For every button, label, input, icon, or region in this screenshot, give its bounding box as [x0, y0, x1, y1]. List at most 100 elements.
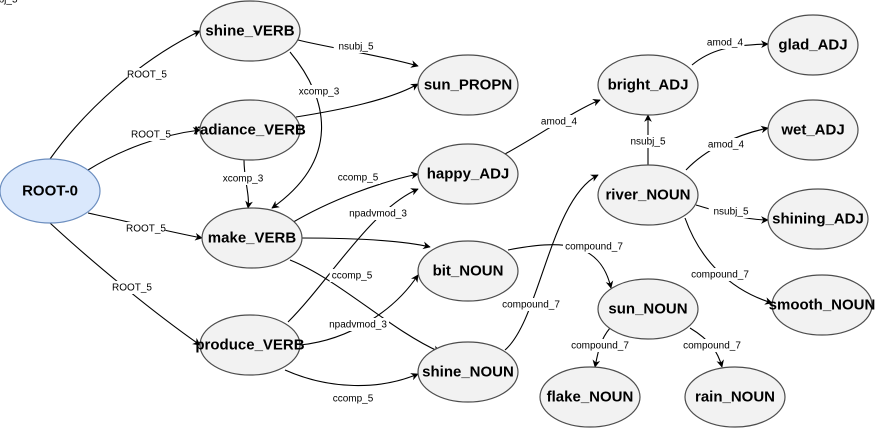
edge-label-background [681, 339, 743, 352]
edge-label-background [112, 281, 152, 294]
node-label: produce_VERB [195, 337, 304, 354]
node-bit-noun[interactable]: bit_NOUN [417, 240, 519, 302]
edge-label-sun_noun-to-flake_noun: compound_7 [569, 339, 631, 352]
node-label: glad_ADJ [778, 37, 847, 54]
edge-label-text: nsubj_5 [338, 42, 373, 53]
edge-label-background [0, 0, 23, 6]
edge-radiance_verb-to-sun_propn [295, 83, 419, 118]
edge-river_noun-to-smooth_noun [684, 217, 773, 305]
node-rain-noun[interactable]: rain_NOUN [684, 366, 786, 428]
edge-label-text: amod_4 [707, 38, 744, 49]
node-root[interactable]: ROOT-0 [0, 158, 101, 224]
node-label: sun_PROPN [424, 77, 512, 94]
edge-label-background [500, 298, 562, 311]
edge-label-background [333, 40, 379, 53]
node-ellipse [539, 366, 641, 428]
edge-label-text: ROOT_5 [112, 283, 152, 294]
edge-label-shine_verb-to-make_verb: xcomp_3 [296, 85, 342, 98]
edge-label-river_noun-to-shining_adj: nsubj_5 [708, 205, 754, 218]
edge-label-happy_adj-to-bright_adj: amod_4 [539, 115, 579, 128]
edge-label-background [347, 207, 409, 220]
node-label: ROOT-0 [22, 183, 78, 200]
edge-label-background [329, 269, 375, 282]
node-shine-verb[interactable]: shine_VERB [199, 0, 301, 62]
edge-label-root-to-radiance_verb: ROOT_5 [131, 128, 171, 141]
node-sun-noun[interactable]: sun_NOUN [597, 278, 699, 340]
edge-label-background [689, 268, 751, 281]
node-ellipse [597, 54, 699, 116]
edge-label-background [131, 128, 171, 141]
edge-label-text: compound_7 [571, 341, 629, 352]
node-ellipse [0, 158, 101, 224]
node-label: flake_NOUN [547, 389, 634, 406]
edge-produce_verb-to-bit_noun [299, 274, 419, 346]
node-ellipse [199, 314, 301, 376]
edge-label-background [706, 138, 746, 151]
edge-label-background [705, 36, 745, 49]
edge-label-root-to-make_verb: ROOT_5 [126, 222, 166, 235]
edge-label-background [708, 205, 754, 218]
edge-label-text: npadvmod_3 [329, 320, 387, 331]
node-label: shining_ADJ [772, 211, 864, 228]
node-smooth-noun[interactable]: smooth_NOUN [769, 274, 875, 336]
node-glad-adj[interactable]: glad_ADJ [767, 14, 859, 76]
edge-label-background [569, 339, 631, 352]
node-bright-adj[interactable]: bright_ADJ [597, 54, 699, 116]
node-radiance-verb[interactable]: radiance_VERB [194, 99, 306, 161]
node-ellipse [597, 164, 699, 226]
node-river-noun[interactable]: river_NOUN [597, 164, 699, 226]
node-label: sun_NOUN [608, 301, 687, 318]
edge-label-shine_noun-to-river_noun: compound_7 [500, 298, 562, 311]
edge-label-make_verb-to-happy_adj: ccomp_5 [335, 171, 381, 184]
edge-label-shine_verb-to-sun_propn: nsubj_5 [333, 40, 379, 53]
node-ellipse [417, 54, 519, 116]
edge-label-produce_verb-to-bit_noun: npadvmod_3 [327, 318, 389, 331]
node-label: river_NOUN [605, 187, 690, 204]
edge-label-background [126, 222, 166, 235]
edge-label-radiance_verb-to-sun_propn: nsubj_5 [0, 0, 23, 6]
edge-produce_verb-to-happy_adj [287, 188, 419, 323]
node-make-verb[interactable]: make_VERB [201, 207, 303, 269]
node-produce-verb[interactable]: produce_VERB [195, 314, 305, 376]
edge-label-make_verb-to-shine_noun: ccomp_5 [329, 269, 375, 282]
edge-shine_verb-to-make_verb [271, 51, 323, 209]
edge-label-bit_noun-to-sun_noun: compound_7 [563, 240, 625, 253]
node-shine-noun[interactable]: shine_NOUN [417, 341, 519, 403]
edge-label-text: compound_7 [502, 300, 560, 311]
edge-root-to-shine_verb [49, 30, 201, 160]
node-ellipse [767, 14, 859, 76]
edge-label-text: ROOT_5 [131, 130, 171, 141]
node-label: radiance_VERB [194, 122, 306, 139]
edge-label-background [625, 135, 671, 148]
node-wet-adj[interactable]: wet_ADJ [767, 99, 859, 161]
node-ellipse [597, 278, 699, 340]
edge-label-text: ROOT_5 [126, 224, 166, 235]
node-ellipse [767, 99, 859, 161]
edge-label-text: compound_7 [691, 270, 749, 281]
edge-radiance_verb-to-make_verb [243, 159, 253, 209]
node-ellipse [684, 366, 786, 428]
edge-label-background [327, 318, 389, 331]
node-label: shine_NOUN [422, 364, 514, 381]
node-ellipse [199, 99, 301, 161]
edge-label-text: ROOT_5 [127, 70, 167, 81]
edge-label-root-to-shine_verb: ROOT_5 [127, 68, 167, 81]
edge-label-text: compound_7 [565, 242, 623, 253]
node-ellipse [201, 207, 303, 269]
node-label: bit_NOUN [433, 263, 504, 280]
edge-label-sun_noun-to-rain_noun: compound_7 [681, 339, 743, 352]
edge-bright_adj-to-glad_adj [691, 40, 769, 66]
edge-label-text: npadvmod_3 [349, 209, 407, 220]
edge-label-produce_verb-to-shine_noun: ccomp_5 [330, 392, 376, 405]
node-flake-noun[interactable]: flake_NOUN [539, 366, 641, 428]
edge-label-background [220, 172, 266, 185]
edge-root-to-radiance_verb [87, 127, 201, 171]
node-label: happy_ADJ [427, 166, 510, 183]
edge-label-background [335, 171, 381, 184]
node-ellipse [417, 240, 519, 302]
node-sun-propn[interactable]: sun_PROPN [417, 54, 519, 116]
edge-label-text: xcomp_3 [223, 174, 264, 185]
node-shining-adj[interactable]: shining_ADJ [767, 188, 869, 250]
node-happy-adj[interactable]: happy_ADJ [417, 143, 519, 205]
